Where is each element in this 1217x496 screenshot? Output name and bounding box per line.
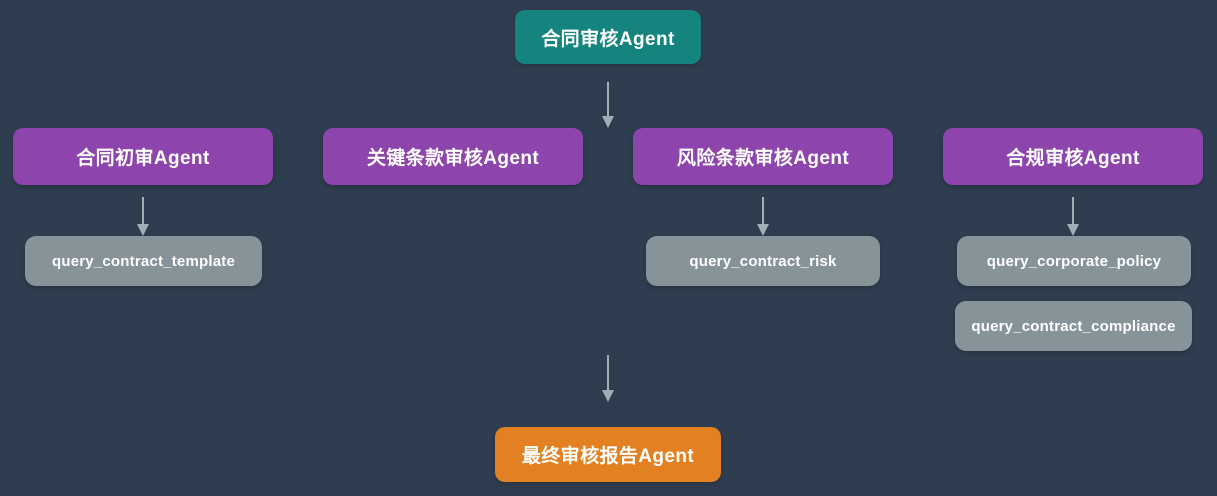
- node-final-agent[interactable]: 最终审核报告Agent: [495, 427, 721, 482]
- node-sub-agent-1[interactable]: 合同初审Agent: [13, 128, 273, 185]
- arrow-icon: [602, 355, 614, 402]
- node-label: query_corporate_policy: [986, 252, 1162, 270]
- node-label: query_contract_risk: [689, 252, 837, 270]
- node-sub-agent-4[interactable]: 合规审核Agent: [943, 128, 1203, 185]
- edge-agent3-to-tool2: [749, 197, 777, 236]
- node-root-agent[interactable]: 合同审核Agent: [515, 10, 701, 64]
- node-label: 关键条款审核Agent: [366, 148, 540, 169]
- edge-root-to-agents: [594, 82, 622, 128]
- node-tool-4[interactable]: query_contract_compliance: [955, 301, 1192, 351]
- arrow-icon: [757, 197, 769, 236]
- node-label: query_contract_template: [52, 252, 235, 270]
- node-tool-3[interactable]: query_corporate_policy: [957, 236, 1191, 286]
- edge-agent4-to-tool3: [1059, 197, 1087, 236]
- edge-agents-to-final: [594, 355, 622, 402]
- node-label: 风险条款审核Agent: [676, 148, 850, 169]
- arrow-icon: [137, 197, 149, 236]
- node-label: query_contract_compliance: [971, 317, 1176, 335]
- edge-agent1-to-tool1: [129, 197, 157, 236]
- node-label: 合同初审Agent: [76, 148, 210, 169]
- node-label: 最终审核报告Agent: [521, 446, 695, 467]
- node-tool-2[interactable]: query_contract_risk: [646, 236, 880, 286]
- node-sub-agent-3[interactable]: 风险条款审核Agent: [633, 128, 893, 185]
- arrow-icon: [602, 82, 614, 128]
- node-sub-agent-2[interactable]: 关键条款审核Agent: [323, 128, 583, 185]
- node-label: 合同审核Agent: [541, 28, 675, 50]
- node-tool-1[interactable]: query_contract_template: [25, 236, 262, 286]
- arrow-icon: [1067, 197, 1079, 236]
- node-label: 合规审核Agent: [1006, 148, 1140, 169]
